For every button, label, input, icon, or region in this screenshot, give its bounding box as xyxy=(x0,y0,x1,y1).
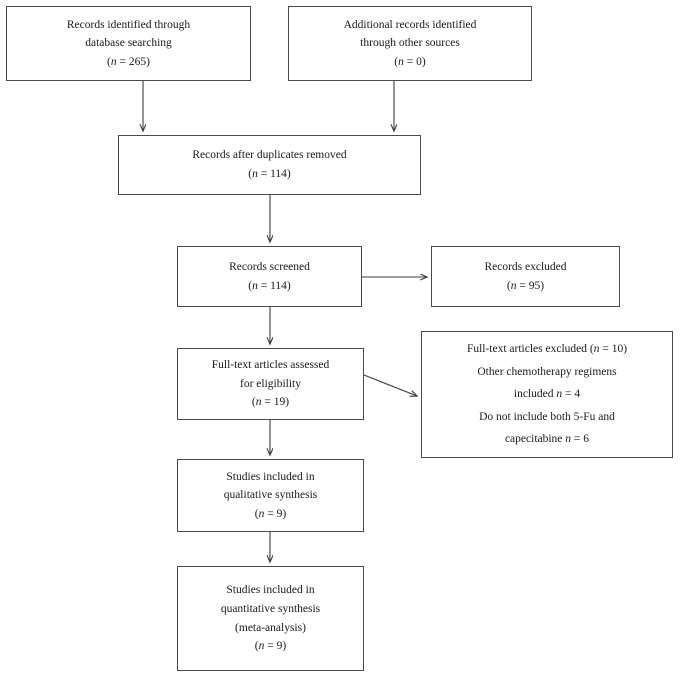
node-text-line: through other sources xyxy=(360,37,460,50)
node-text-line: qualitative synthesis xyxy=(223,489,318,502)
node-studies-included-quantitative: Studies included in quantitative synthesi… xyxy=(177,566,364,671)
node-text-line: Studies included in xyxy=(226,470,315,483)
node-additional-records-other-sources: Additional records identified through oth… xyxy=(288,6,532,81)
node-text-line: (n = 9) xyxy=(254,640,287,653)
node-records-excluded: Records excluded (n = 95) xyxy=(431,246,620,307)
node-text-line: Full-text articles excluded (n = 10) xyxy=(466,343,628,356)
node-text-line: Do not include both 5-Fu and xyxy=(479,410,615,423)
node-text-line: Records after duplicates removed xyxy=(192,149,347,162)
node-text-line: capecitabine n = 6 xyxy=(504,433,590,446)
node-text-line: (n = 19) xyxy=(251,396,290,409)
node-text-line: Additional records identified xyxy=(343,18,477,31)
node-records-after-duplicates-removed: Records after duplicates removed (n = 114… xyxy=(118,135,421,195)
node-text-line: (n = 114) xyxy=(248,279,291,292)
node-text-line: (n = 95) xyxy=(506,279,545,292)
node-text-line: (n = 114) xyxy=(248,168,291,180)
node-text-line: (meta-analysis) xyxy=(235,621,306,634)
node-text-line: Full-text articles assessed xyxy=(211,359,330,372)
node-text-line: (n = 0) xyxy=(394,55,426,68)
node-text-line: (n = 265) xyxy=(107,55,150,68)
node-records-screened: Records screened (n = 114) xyxy=(177,246,362,307)
edge-fulltext-to-excluded xyxy=(363,374,417,396)
node-text-line: database searching xyxy=(85,37,172,50)
node-text-line: for eligibility xyxy=(239,377,301,390)
node-text-line: included n = 4 xyxy=(513,388,581,401)
node-full-text-articles-assessed: Full-text articles assessed for eligibili… xyxy=(177,348,364,420)
node-text-line: Studies included in xyxy=(226,584,315,597)
node-text-line: Records screened xyxy=(229,260,310,273)
node-records-identified-database: Records identified through database searc… xyxy=(6,6,251,81)
node-text-line: Records identified through xyxy=(66,18,191,31)
node-studies-included-qualitative: Studies included in qualitative synthesis… xyxy=(177,459,364,532)
node-text-line: quantitative synthesis xyxy=(220,602,321,615)
node-text-line: Other chemotherapy regimens xyxy=(477,365,617,378)
node-full-text-articles-excluded: Full-text articles excluded (n = 10) Othe… xyxy=(421,331,673,458)
node-text-line: Records excluded xyxy=(484,260,567,273)
node-text-line: (n = 9) xyxy=(254,507,287,520)
